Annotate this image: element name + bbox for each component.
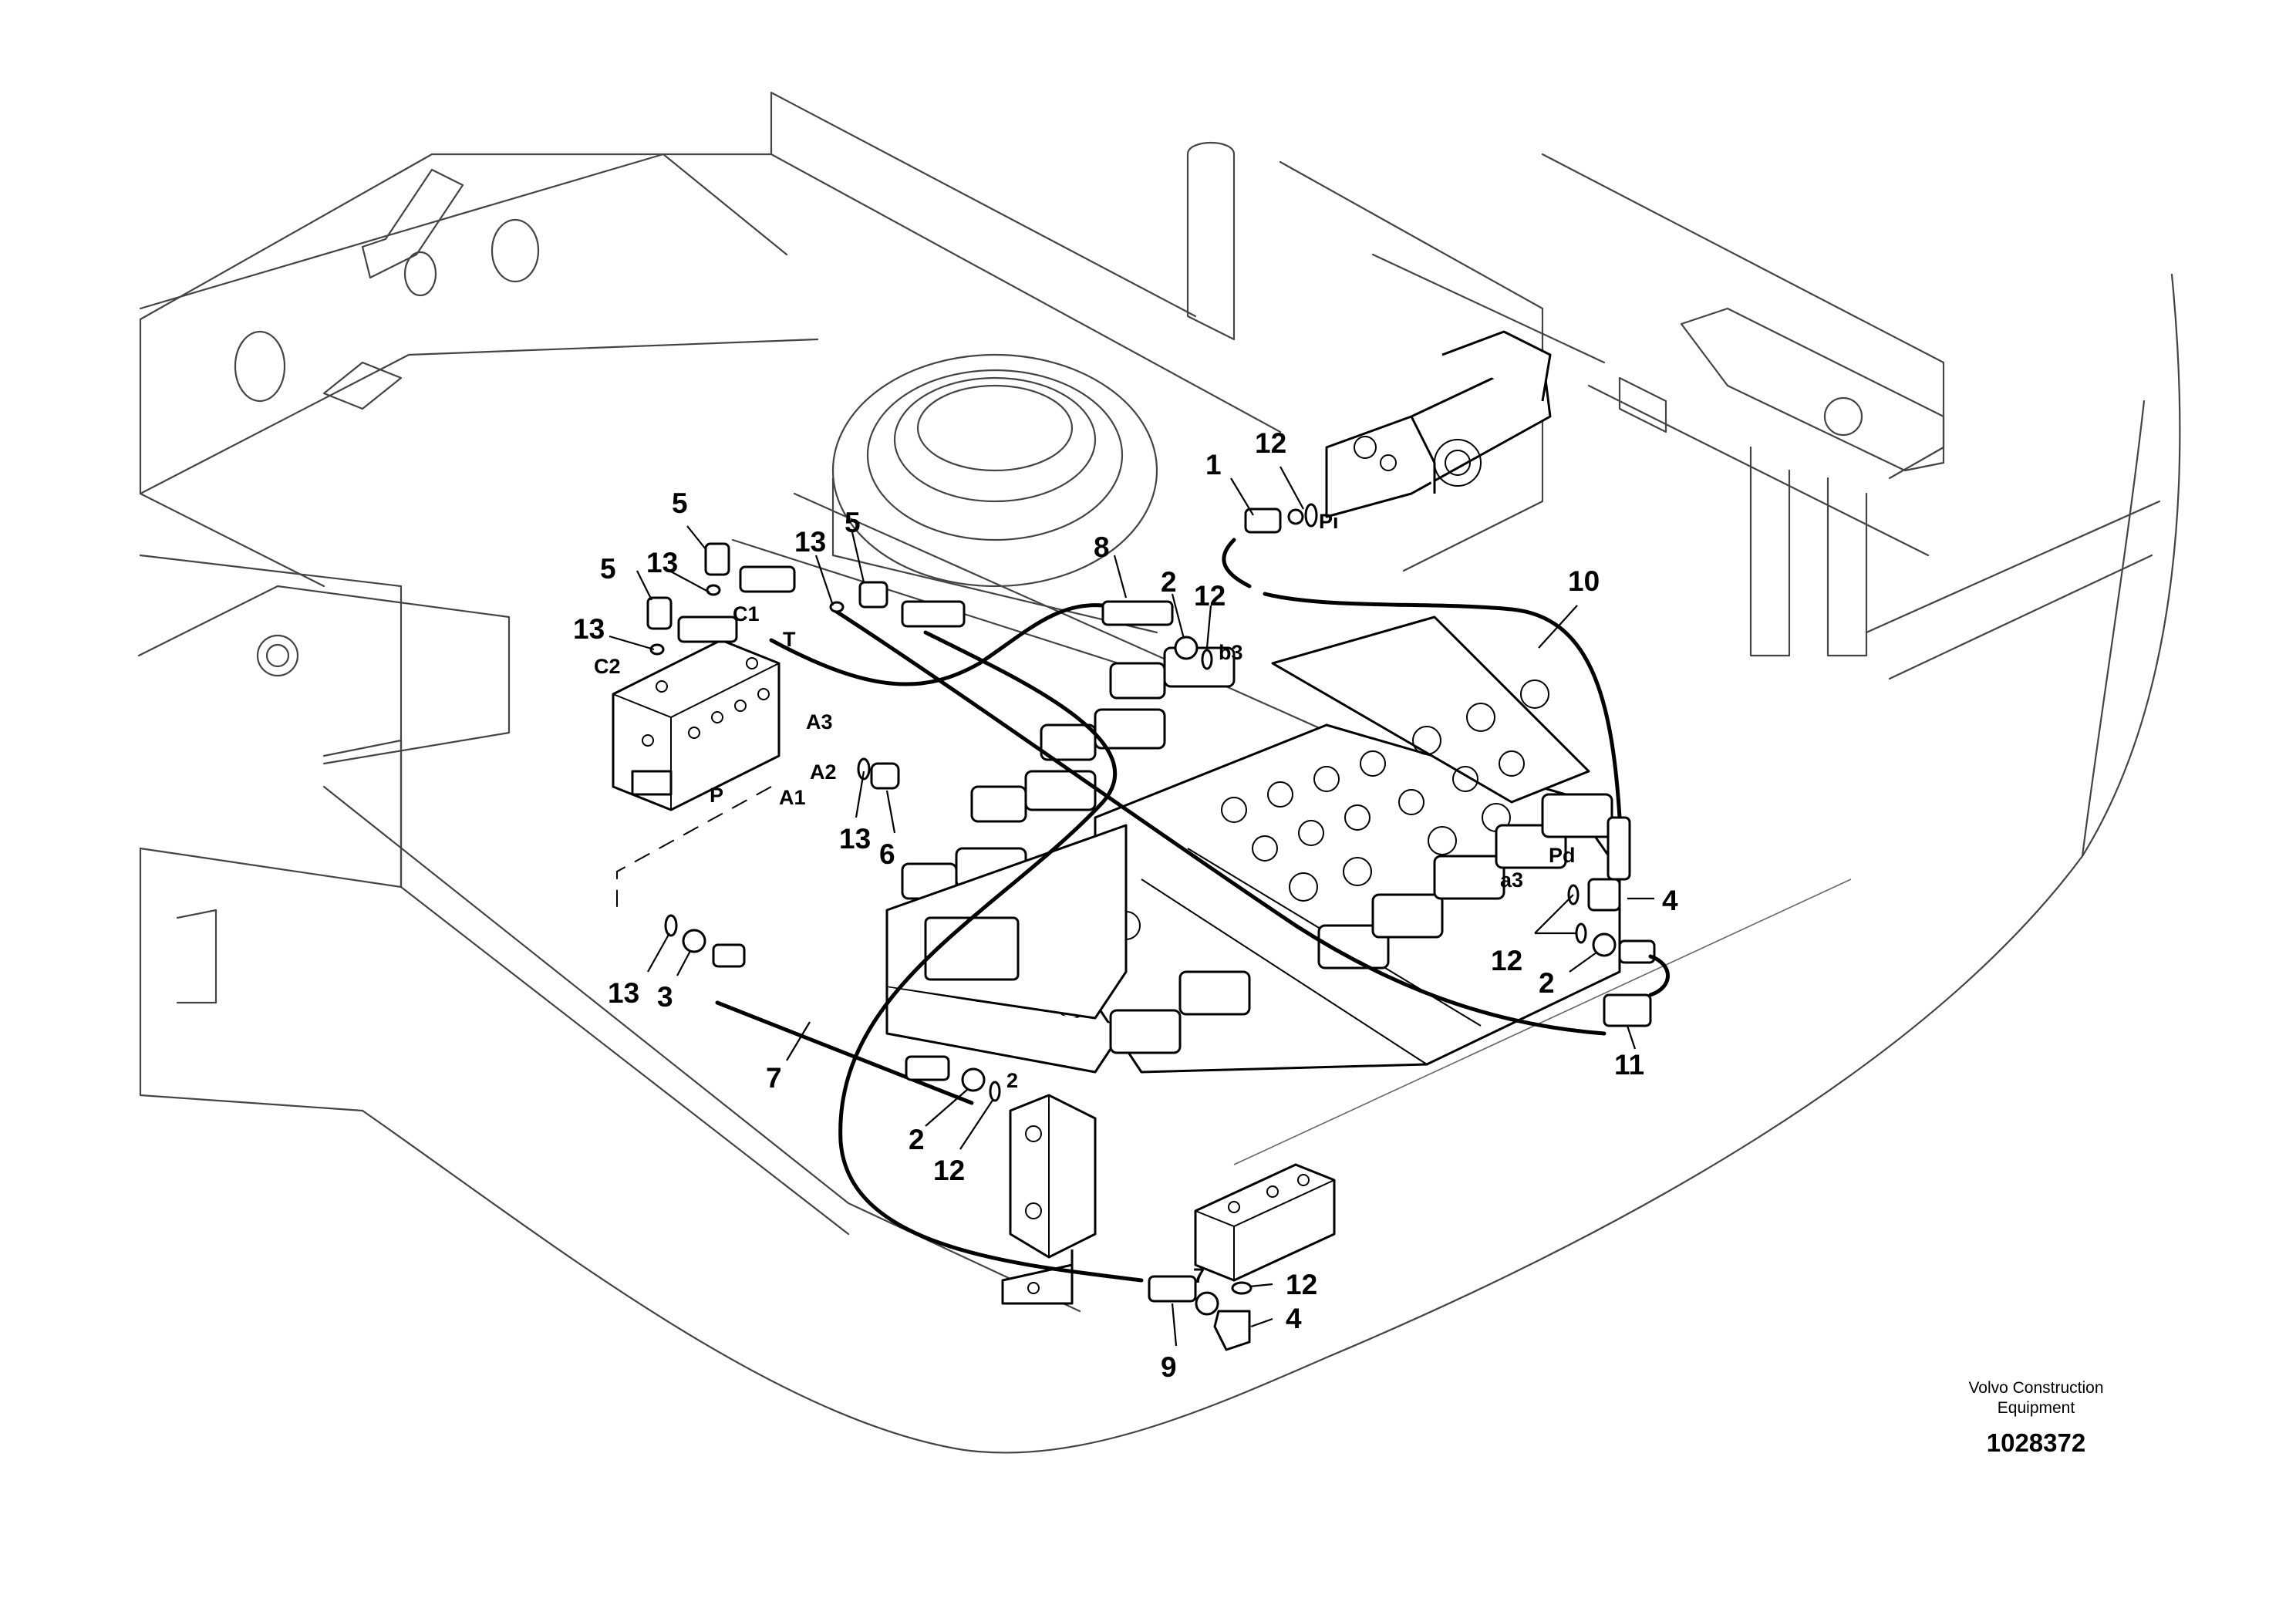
callout-13-mid: 13 <box>646 547 678 578</box>
callout-13-left: 13 <box>573 613 605 645</box>
credit-company-line2: Equipment <box>1998 1399 2075 1417</box>
hose-c1 <box>769 603 1105 686</box>
fitting-4-pd <box>1587 878 1621 912</box>
port-label-a2: A2 <box>810 760 837 784</box>
fitting-2-b3 <box>1174 636 1199 660</box>
port-label-pi: Pi <box>1319 510 1339 533</box>
callout-12-right: 12 <box>1491 945 1522 976</box>
solenoid-valve <box>1325 330 1552 518</box>
port-label-p: P <box>710 784 723 807</box>
callout-1: 1 <box>1205 449 1222 481</box>
lower-bracket <box>1001 1094 1097 1305</box>
fitting-5-b <box>646 596 673 630</box>
hose-9 <box>838 630 1144 1283</box>
port-label-a1: A1 <box>779 786 806 809</box>
port-label-c2: C2 <box>594 655 621 678</box>
port-label-a3: A3 <box>806 710 833 733</box>
callout-9: 9 <box>1161 1351 1177 1383</box>
port-label-7: 7 <box>1193 1264 1205 1287</box>
callout-12-pi: 12 <box>1255 427 1286 459</box>
callout-5-right: 5 <box>845 507 861 538</box>
callout-7: 7 <box>766 1062 782 1094</box>
callout-8: 8 <box>1094 531 1110 563</box>
port-label-t: T <box>783 628 796 651</box>
callout-5-left: 5 <box>600 553 616 585</box>
fitting-9 <box>1148 1275 1197 1303</box>
hose-10 <box>1263 592 1622 820</box>
valve-spool-ends-left <box>901 646 1236 900</box>
credit-company: Volvo Construction <box>1968 1379 2103 1397</box>
port-label-pd: Pd <box>1549 844 1576 867</box>
credit-block: Volvo Construction Equipment 1028372 <box>1968 1379 2103 1457</box>
hose-7 <box>715 1000 974 1105</box>
callout-2-hose7: 2 <box>909 1124 925 1155</box>
port-label-c1: C1 <box>733 602 760 626</box>
callout-4-pd: 4 <box>1662 885 1678 916</box>
fitting-8 <box>1101 600 1174 626</box>
callout-13-top: 13 <box>794 526 826 558</box>
valve-spool-ends-right <box>1109 793 1613 1054</box>
callout-3: 3 <box>657 981 673 1013</box>
fitting-3 <box>682 929 706 953</box>
lower-port-block <box>1194 1163 1336 1282</box>
callout-12-lower: 12 <box>1286 1269 1317 1300</box>
callout-5-top: 5 <box>672 487 688 519</box>
hoses <box>616 592 1622 1283</box>
fitting-11 <box>1603 993 1652 1027</box>
hose-11 <box>831 607 1607 1036</box>
main-control-valve <box>885 615 1621 1074</box>
fitting-1 <box>1244 508 1282 534</box>
callout-10: 10 <box>1568 565 1600 597</box>
left-manifold-block <box>612 639 781 811</box>
port-labels: Pi b3 C1 C2 T A3 A2 A1 P Pd a3 2 7 <box>594 510 1576 1287</box>
callout-13-hose7: 13 <box>608 977 639 1009</box>
fitting-4-lower <box>1213 1310 1251 1351</box>
fitting-5-c <box>858 581 888 609</box>
callout-11: 11 <box>1614 1049 1644 1081</box>
callout-4-lower: 4 <box>1286 1303 1302 1334</box>
callout-6: 6 <box>879 838 895 870</box>
fitting-5-a <box>704 542 730 576</box>
drawing-number: 1028372 <box>1987 1428 2085 1457</box>
callout-2-right: 2 <box>1539 967 1555 999</box>
callout-12-hose7: 12 <box>933 1155 965 1186</box>
upper-frame-outline <box>137 91 2181 1454</box>
fitting-6 <box>870 762 900 790</box>
port-label-b3: b3 <box>1219 641 1243 664</box>
callout-2-b3: 2 <box>1161 566 1177 598</box>
fittings <box>646 503 1670 1351</box>
callout-12-b3: 12 <box>1194 580 1226 612</box>
callout-13-plug: 13 <box>839 823 871 855</box>
leader-lines <box>609 466 1654 1347</box>
port-label-2: 2 <box>1006 1069 1018 1092</box>
callout-labels: 1 12 5 13 5 5 13 13 8 2 12 10 13 6 13 3 … <box>573 427 1678 1383</box>
port-label-a3-lower: a3 <box>1500 868 1523 892</box>
